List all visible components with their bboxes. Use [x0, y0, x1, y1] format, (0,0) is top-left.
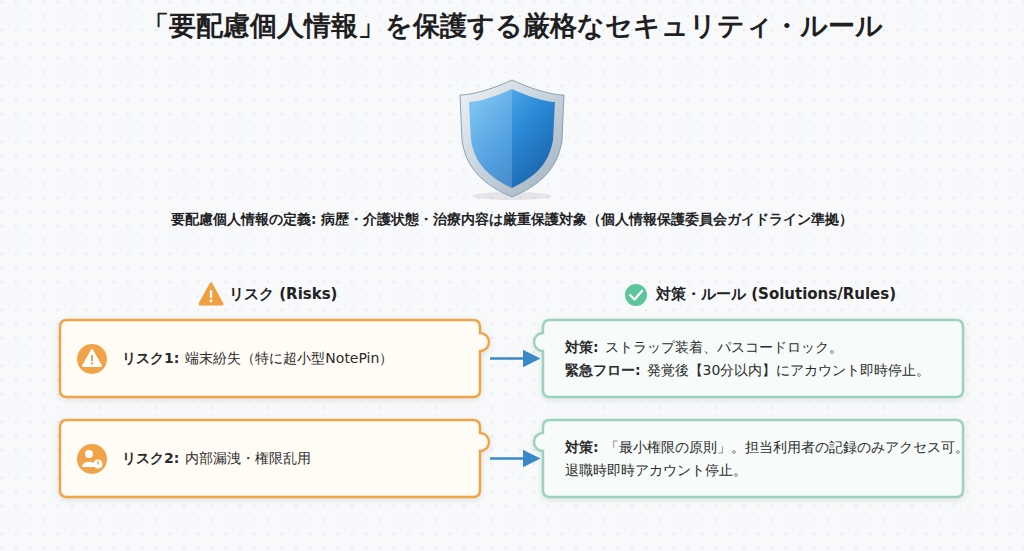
badge-circle [77, 444, 107, 474]
flow-arrow [490, 357, 537, 360]
box-content: 対策: ストラップ装着、パスコードロック。緊急フロー: 発覚後【30分以内】にアカウ… [565, 320, 951, 397]
warning-badge [76, 343, 108, 375]
text-row: リスク2: 内部漏洩・権限乱用 [122, 447, 468, 469]
person-alert-badge [76, 443, 108, 475]
item-heading: 対策: [565, 439, 599, 455]
check-circle [625, 284, 647, 306]
text-row: 対策: ストラップ装着、パスコードロック。 [565, 336, 951, 358]
puzzle-shape [534, 320, 963, 397]
item-text: 退職時即時アカウント停止。 [565, 462, 747, 478]
item-heading: リスク1: [122, 350, 179, 366]
item-heading: 対策: [565, 339, 599, 355]
text-row: 対策:「最小権限の原則」。担当利用者の記録のみアクセス可。 [565, 436, 951, 458]
column-header: 対策・ルール (Solutions/Rules) [656, 285, 896, 304]
check-icon [625, 284, 647, 306]
alert-circle [94, 459, 103, 468]
risk-box: リスク1: 端末紛失（特に超小型NotePin） [60, 320, 480, 397]
warning-triangle [83, 350, 101, 366]
warning-triangle [200, 284, 222, 304]
flow-arrow [490, 457, 537, 460]
text-row: 緊急フロー: 発覚後【30分以内】にアカウント即時停止。 [565, 359, 951, 381]
warning-mark [210, 290, 212, 298]
rule-outline [543, 320, 963, 397]
rule-outline [543, 420, 963, 497]
text-row: リスク1: 端末紛失（特に超小型NotePin） [122, 347, 468, 369]
warning-dot [91, 362, 93, 364]
item-text: 発覚後【30分以内】にアカウント即時停止。 [647, 362, 931, 378]
rule-box: 対策:「最小権限の原則」。担当利用者の記録のみアクセス可。退職時即時アカウント停… [543, 420, 963, 497]
diagram-title: 「要配慮個人情報」を保護する厳格なセキュリティ・ルール [0, 8, 1024, 44]
puzzle-shape [60, 420, 489, 497]
definition-note: 要配慮個人情報の定義: 病歴・介護状態・治療内容は厳重保護対象（個人情報保護委員… [0, 211, 1024, 229]
warning-dot [210, 300, 213, 303]
shield-face [469, 89, 555, 188]
warning-icon [200, 284, 222, 304]
shield-icon [460, 80, 564, 200]
text-row: 退職時即時アカウント停止。 [565, 459, 951, 481]
puzzle-shape [534, 420, 963, 497]
person-head [85, 450, 93, 458]
item-text: 端末紛失（特に超小型NotePin） [185, 350, 393, 366]
risk-box: リスク2: 内部漏洩・権限乱用 [60, 420, 480, 497]
shield-highlight [469, 89, 512, 188]
shield-rim [460, 80, 564, 197]
box-content: リスク2: 内部漏洩・権限乱用 [122, 420, 468, 497]
check-mark [630, 291, 642, 300]
item-heading: 緊急フロー: [565, 362, 641, 378]
box-content: 対策:「最小権限の原則」。担当利用者の記録のみアクセス可。退職時即時アカウント停… [565, 420, 951, 497]
box-content: リスク1: 端末紛失（特に超小型NotePin） [122, 320, 468, 397]
item-text: 内部漏洩・権限乱用 [185, 450, 311, 466]
badge-circle [77, 344, 107, 374]
warning-mark [91, 355, 93, 361]
item-text: ストラップ装着、パスコードロック。 [605, 339, 843, 355]
item-heading: リスク2: [122, 450, 179, 466]
alert-mark [97, 461, 98, 465]
item-text: 「最小権限の原則」。担当利用者の記録のみアクセス可。 [605, 439, 969, 455]
puzzle-shape [60, 320, 489, 397]
rule-box: 対策: ストラップ装着、パスコードロック。緊急フロー: 発覚後【30分以内】にアカウ… [543, 320, 963, 397]
column-header: リスク (Risks) [229, 285, 337, 304]
